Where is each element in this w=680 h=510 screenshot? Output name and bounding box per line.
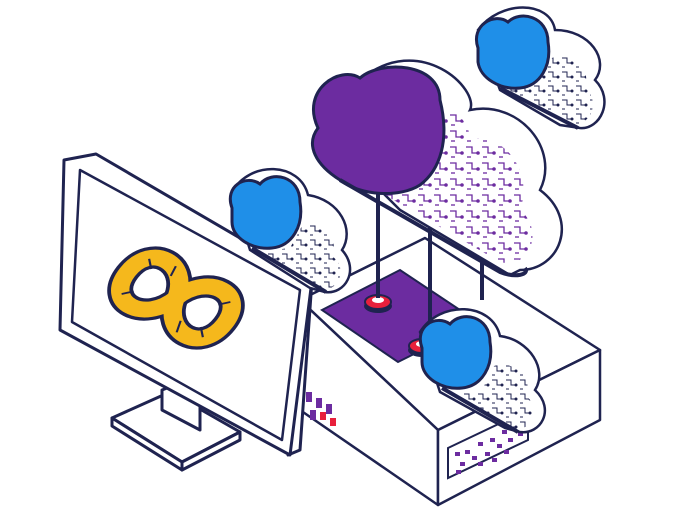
red-button	[364, 294, 392, 313]
purple-cloud-icon	[311, 59, 563, 278]
server-side-vent	[306, 392, 336, 426]
blue-cloud-icon	[474, 6, 606, 130]
blue-cloud-icon	[418, 308, 547, 434]
infinity-loop-icon	[107, 246, 245, 350]
blue-cloud-icon	[228, 167, 352, 294]
